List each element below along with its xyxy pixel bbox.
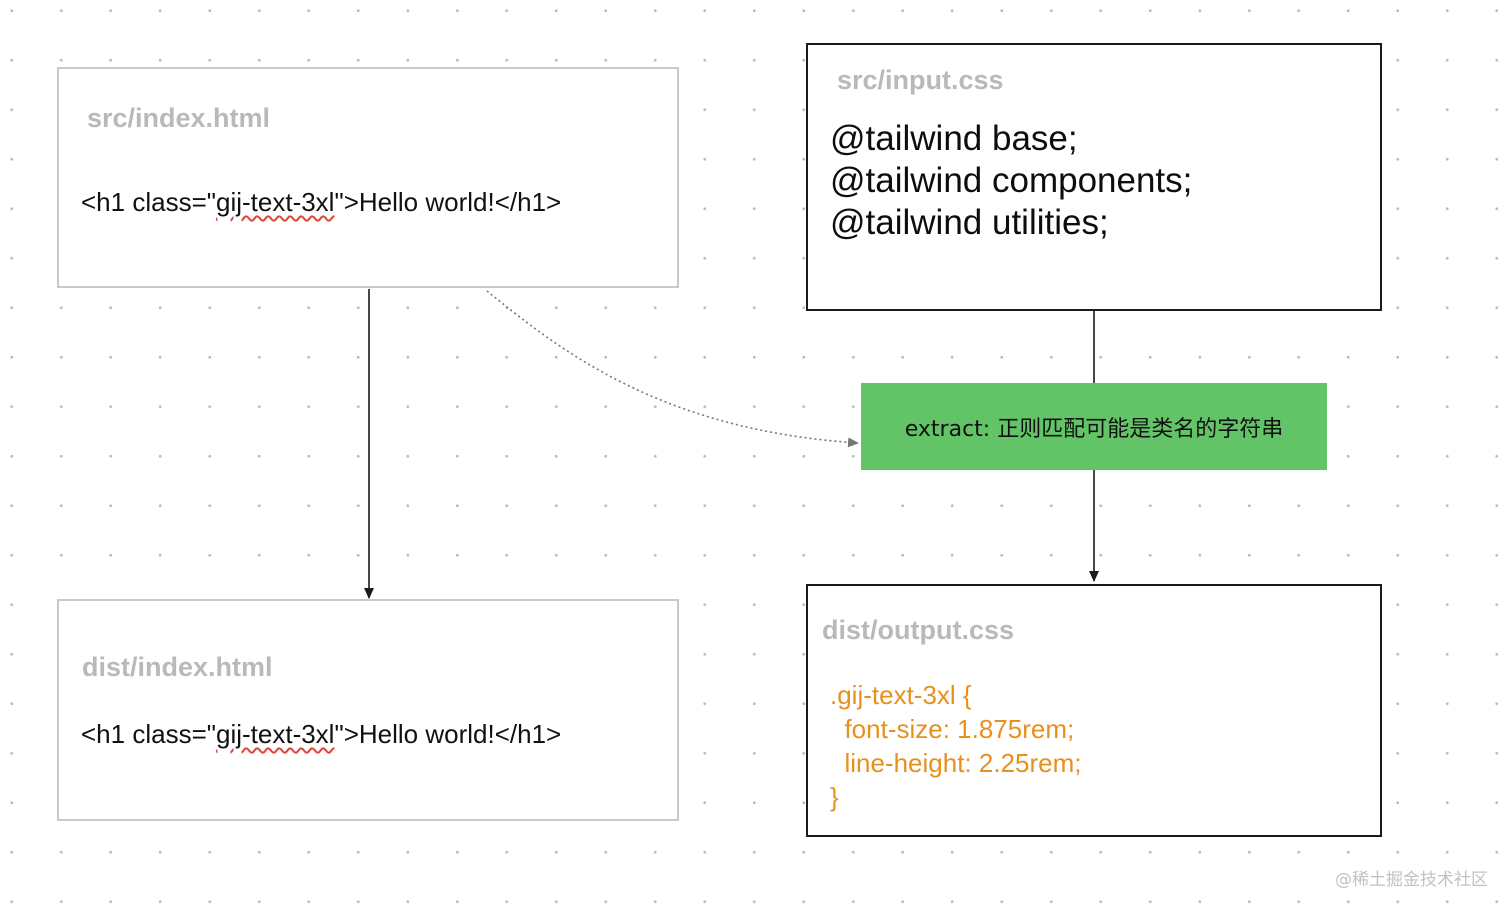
watermark: @稀土掘金技术社区	[1335, 870, 1488, 890]
src-index-html-box: src/index.html <h1 class="gij-text-3xl">…	[57, 67, 679, 288]
tailwind-components-line: @tailwind components;	[830, 161, 1193, 200]
tailwind-directives: @tailwind base; @tailwind components; @t…	[830, 118, 1192, 244]
extract-label: extract: 正则匹配可能是类名的字符串	[904, 416, 1284, 442]
dist-output-css-title: dist/output.css	[822, 615, 1015, 645]
src-input-css-title: src/input.css	[837, 65, 1004, 95]
code-class-name: gij-text-3xl	[215, 187, 335, 217]
output-css-code: .gij-text-3xl { font-size: 1.875rem; lin…	[830, 678, 1081, 814]
tailwind-utilities-line: @tailwind utilities;	[830, 203, 1109, 242]
css-line-height-line: line-height: 2.25rem;	[830, 748, 1082, 778]
css-closing-brace-line: }	[830, 782, 839, 812]
css-font-size-line: font-size: 1.875rem;	[830, 714, 1075, 744]
src-index-html-code: <h1 class="gij-text-3xl">Hello world!</h…	[81, 187, 561, 218]
code-suffix: ">Hello world!</h1>	[334, 719, 562, 749]
dist-index-html-title: dist/index.html	[82, 652, 273, 682]
code-class-name: gij-text-3xl	[215, 719, 335, 749]
code-prefix: <h1 class="	[81, 187, 216, 217]
src-input-css-box: src/input.css @tailwind base; @tailwind …	[806, 43, 1382, 311]
code-suffix: ">Hello world!</h1>	[334, 187, 562, 217]
code-prefix: <h1 class="	[81, 719, 216, 749]
extract-step-box: extract: 正则匹配可能是类名的字符串	[861, 383, 1327, 470]
dist-output-css-box: dist/output.css .gij-text-3xl { font-siz…	[806, 584, 1382, 837]
dotted-arrow-src-html-to-extract	[486, 290, 859, 448]
css-selector-line: .gij-text-3xl {	[830, 680, 972, 710]
src-index-html-title: src/index.html	[87, 103, 271, 133]
tailwind-base-line: @tailwind base;	[830, 119, 1078, 158]
dist-index-html-box: dist/index.html <h1 class="gij-text-3xl"…	[57, 599, 679, 821]
dist-index-html-code: <h1 class="gij-text-3xl">Hello world!</h…	[81, 719, 561, 750]
